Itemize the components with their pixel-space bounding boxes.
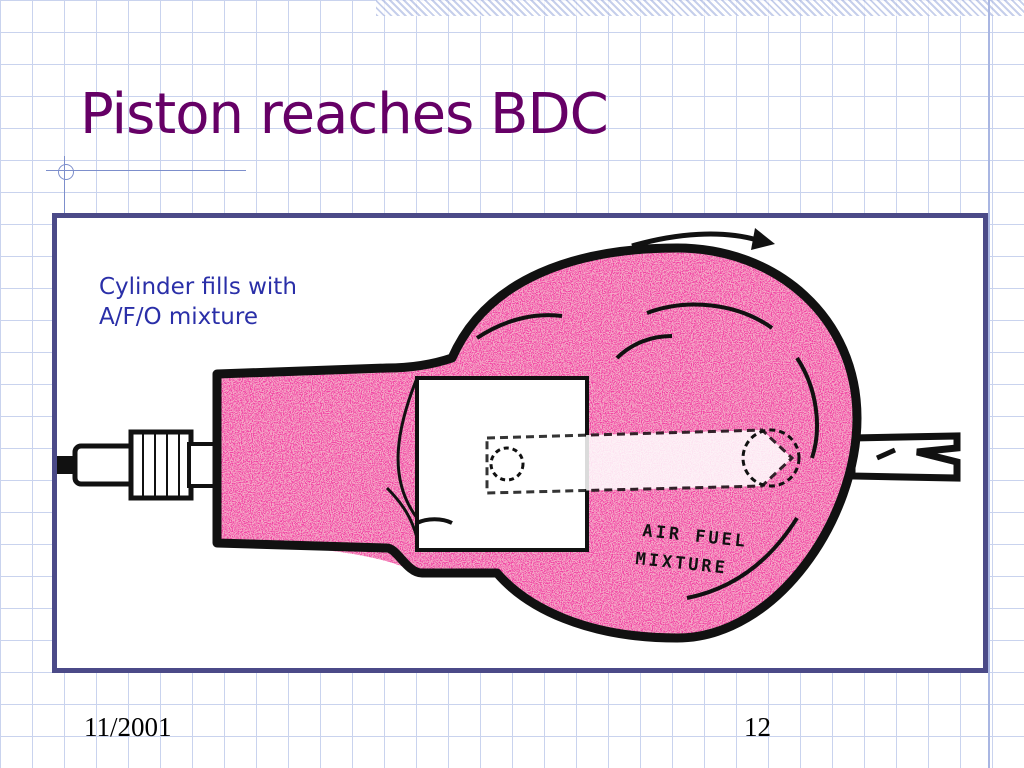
crankcase-outline	[212, 243, 862, 643]
decorative-vertical-rule	[988, 0, 990, 768]
title-accent-circle	[58, 164, 74, 180]
slide-title: Piston reaches BDC	[80, 82, 609, 147]
decorative-hatch-band	[376, 0, 1024, 16]
caption-line-2: A/F/O mixture	[99, 304, 258, 330]
footer-date: 11/2001	[84, 712, 172, 742]
spark-plug	[57, 429, 217, 501]
flow-arrows	[416, 302, 819, 600]
title-accent-vertical	[64, 156, 65, 216]
connecting-rod	[485, 428, 801, 495]
caption-line-1: Cylinder fills with	[99, 274, 297, 300]
diagram-frame: AIR FUEL MIXTURE Cylinder fills with A/F…	[52, 213, 988, 673]
title-underline	[46, 170, 246, 171]
page-number: 12	[744, 712, 771, 742]
engine-cross-section: AIR FUEL MIXTURE	[57, 228, 961, 643]
output-shaft	[848, 432, 961, 482]
diagram-caption: Cylinder fills with A/F/O mixture	[99, 272, 297, 332]
rotation-arrow-icon	[631, 228, 775, 250]
